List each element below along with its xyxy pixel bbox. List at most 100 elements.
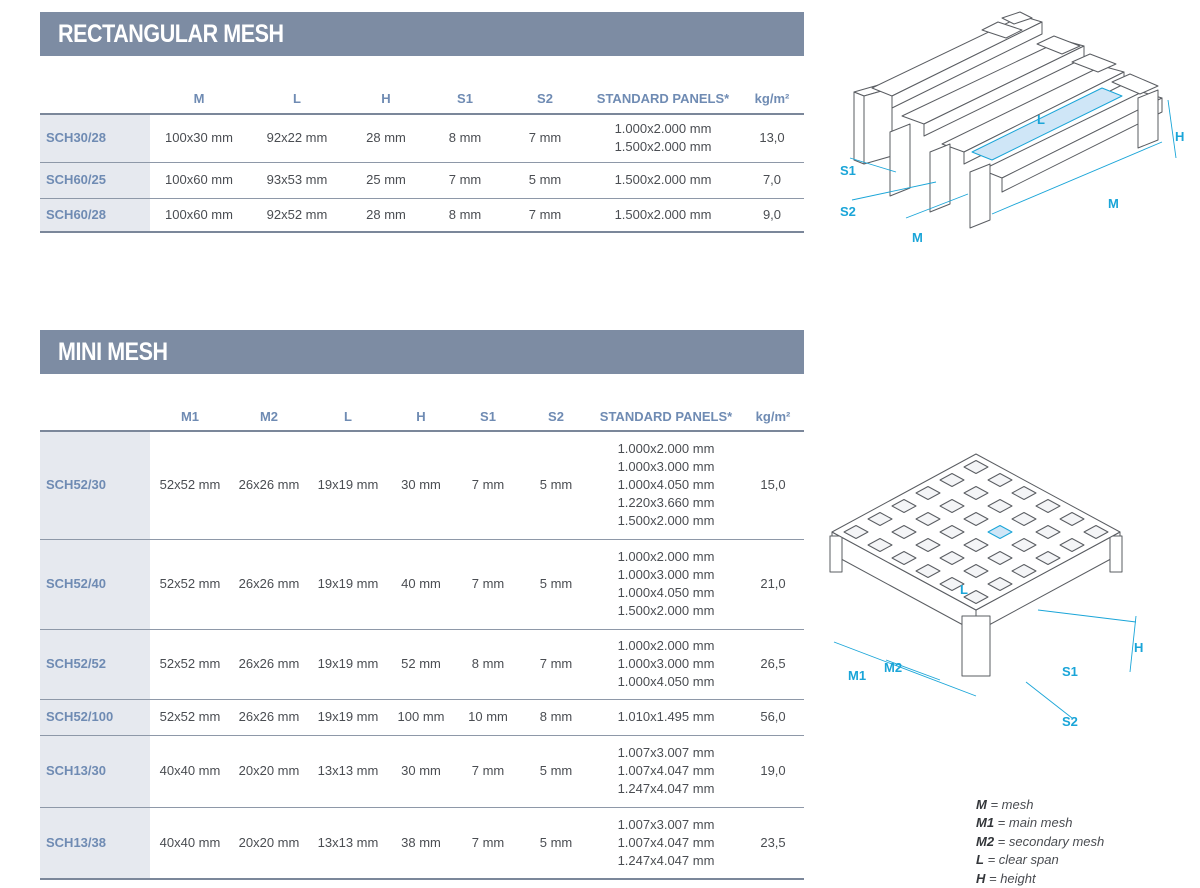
weight-cell: 26,5	[742, 629, 804, 700]
grating-bar	[891, 551, 917, 565]
spec-cell: 8 mm	[454, 629, 522, 700]
spec-cell: 8 mm	[426, 114, 504, 163]
grating-bar	[1011, 512, 1037, 526]
grating-bar	[915, 538, 941, 552]
grating-bar	[831, 453, 1121, 611]
spec-cell: 40x40 mm	[150, 735, 230, 808]
panel-size: 1.500x2.000 mm	[617, 603, 715, 618]
column-header-kg: kg/m²	[740, 84, 804, 115]
weight-cell: 56,0	[742, 699, 804, 736]
table-header-row: M1 M2 L H S1 S2 STANDARD PANELS* kg/m²	[40, 403, 804, 432]
spec-cell: 7 mm	[454, 735, 522, 808]
grating-bar	[1011, 564, 1037, 578]
mini-grating-svg: L H M1 M2 S1 S2	[829, 453, 1143, 729]
panel-size: 1.000x2.000 mm	[617, 549, 715, 564]
spec-cell: 7 mm	[454, 807, 522, 880]
grating-bar	[1011, 486, 1037, 500]
section-title-rectangular: RECTANGULAR MESH	[40, 12, 804, 56]
spec-cell: 93x53 mm	[248, 162, 346, 199]
spec-cell: 13x13 mm	[308, 807, 388, 880]
panel-size: 1.007x4.047 mm	[617, 763, 715, 778]
grating-bar	[963, 564, 989, 578]
grating-bar	[1059, 538, 1085, 552]
grating-bar	[987, 577, 1013, 591]
grating-bar	[1035, 499, 1061, 513]
spec-cell: 52x52 mm	[150, 629, 230, 700]
panel-size: 1.500x2.000 mm	[614, 139, 712, 155]
label-m-left: M	[912, 230, 923, 245]
column-header-standard-panels: STANDARD PANELS*	[590, 403, 742, 432]
spec-cell: 19x19 mm	[308, 699, 388, 736]
panel-size: 1.000x4.050 mm	[617, 674, 715, 689]
grating-bar	[915, 512, 941, 526]
label-s1: S1	[840, 163, 856, 178]
spec-cell: 19x19 mm	[308, 629, 388, 700]
spec-cell: 5 mm	[504, 162, 586, 199]
grating-bar	[939, 551, 965, 565]
panel-size: 1.000x4.050 mm	[617, 477, 715, 493]
spec-cell: 8 mm	[426, 198, 504, 233]
column-header-kg: kg/m²	[742, 403, 804, 432]
panel-size: 1.000x3.000 mm	[617, 656, 715, 671]
weight-cell: 7,0	[740, 162, 804, 199]
legend-item: L = clear span	[976, 852, 1059, 868]
mini-grating-drawing: L H M1 M2 S1 S2	[826, 446, 1176, 738]
spec-cell: 100x60 mm	[150, 198, 248, 233]
spec-cell: 40 mm	[388, 539, 454, 630]
column-header-s2: S2	[504, 84, 586, 115]
product-code: SCH52/30	[40, 431, 150, 540]
spec-cell: 30 mm	[388, 431, 454, 540]
spec-cell: 5 mm	[522, 807, 590, 880]
grating-bar	[843, 525, 869, 539]
panel-size: 1.000x2.000 mm	[617, 441, 715, 457]
spec-cell: 26x26 mm	[230, 539, 308, 630]
mini-mesh-table: M1 M2 L H S1 S2 STANDARD PANELS* kg/m² S…	[40, 403, 804, 880]
grating-bar	[891, 499, 917, 513]
panel-size: 1.000x2.000 mm	[617, 638, 715, 653]
panel-size: 1.000x2.000 mm	[614, 121, 712, 137]
grating-bar	[963, 486, 989, 500]
column-header-l: L	[248, 84, 346, 115]
product-code: SCH52/40	[40, 539, 150, 630]
spec-cell: 52 mm	[388, 629, 454, 700]
spec-cell: 25 mm	[346, 162, 426, 199]
product-code: SCH13/30	[40, 735, 150, 808]
panel-size: 1.247x4.047 mm	[617, 781, 715, 796]
grating-bar	[961, 615, 991, 677]
legend-item: M1 = main mesh	[976, 815, 1073, 831]
label-s2: S2	[840, 204, 856, 219]
grating-bar	[987, 551, 1013, 565]
spec-cell: 52x52 mm	[150, 431, 230, 540]
label-h: H	[1134, 640, 1143, 655]
spec-cell: 20x20 mm	[230, 807, 308, 880]
spec-cell: 7 mm	[454, 431, 522, 540]
legend-item: M2 = secondary mesh	[976, 833, 1105, 849]
panel-size: 1.007x3.007 mm	[617, 816, 715, 832]
standard-panels-cell: 1.000x2.000 mm 1.000x3.000 mm 1.000x4.050 …	[590, 629, 742, 700]
spec-cell: 100x60 mm	[150, 162, 248, 199]
grating-bar	[891, 525, 917, 539]
grating-bar	[1083, 525, 1109, 539]
spec-cell: 100x30 mm	[150, 114, 248, 163]
spec-cell: 19x19 mm	[308, 539, 388, 630]
label-h: H	[1175, 129, 1184, 144]
grating-bar	[939, 499, 965, 513]
spec-cell: 52x52 mm	[150, 539, 230, 630]
column-header-m2: M2	[230, 403, 308, 432]
legend-item: M = mesh	[976, 797, 1034, 812]
grating-bar	[963, 538, 989, 552]
standard-panels-cell: 1.000x2.000 mm 1.500x2.000 mm	[586, 114, 740, 163]
column-header-standard-panels: STANDARD PANELS*	[586, 84, 740, 115]
spec-cell: 28 mm	[346, 114, 426, 163]
product-code: SCH52/100	[40, 699, 150, 736]
